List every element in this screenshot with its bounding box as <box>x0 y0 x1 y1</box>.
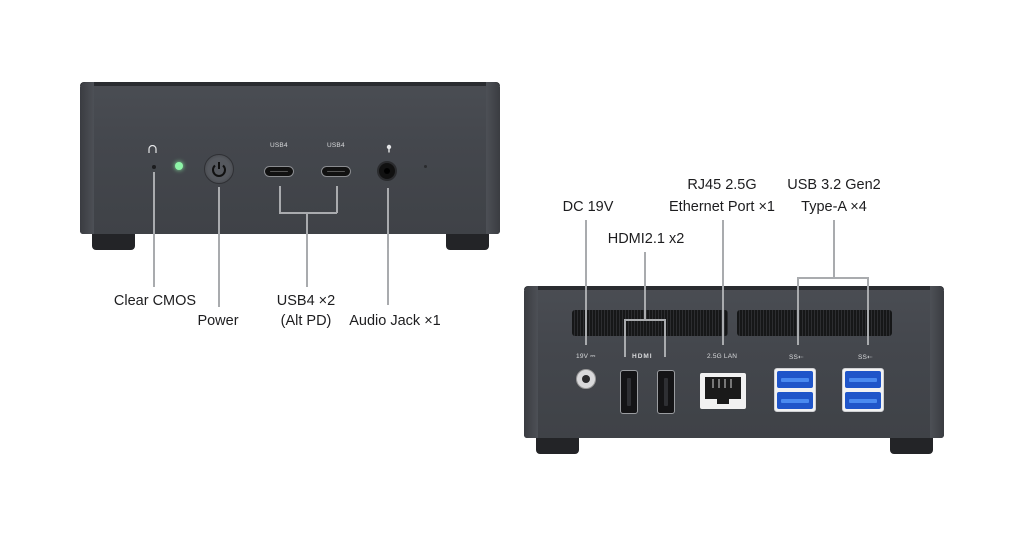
vent-left <box>572 310 728 336</box>
power-callout: Power <box>197 313 239 329</box>
audio-jack-hole <box>384 168 390 174</box>
dc-callout: DC 19V <box>562 199 614 215</box>
usb-a-port-2[interactable] <box>777 392 813 409</box>
power-button[interactable] <box>204 154 234 184</box>
hdmi-port-1[interactable] <box>620 370 638 414</box>
usb4-port-left[interactable] <box>264 166 294 177</box>
rear-foot-right <box>890 438 933 454</box>
usb-a-port-3[interactable] <box>845 371 881 388</box>
usb-a-stack-right <box>842 368 884 412</box>
usb4-callout-line2: (Alt PD) <box>280 313 332 329</box>
hdmi-leader-left <box>624 319 626 357</box>
front-foot-left <box>92 234 135 250</box>
ethernet-port[interactable] <box>700 373 746 409</box>
ethernet-pin <box>718 379 720 388</box>
hdmi-port-2[interactable] <box>657 370 675 414</box>
power-leader <box>218 187 220 307</box>
ethernet-pin <box>730 379 732 388</box>
usb4-leader-stem <box>306 212 308 287</box>
rear-unit: 19V ⎓ HDMI 2.5G LAN SS⇠ SS⇠ <box>524 286 944 438</box>
usb-a-port-4[interactable] <box>845 392 881 409</box>
dc-port-label: 19V ⎓ <box>576 353 596 360</box>
front-left-edge <box>80 82 94 234</box>
usb4-left-label: USB4 <box>270 142 288 149</box>
usb-leader-left <box>797 277 799 345</box>
usb-a-port-1[interactable] <box>777 371 813 388</box>
usb-leader-stem <box>833 220 835 278</box>
usb4-callout-line1: USB4 ×2 <box>276 293 336 309</box>
dc-leader <box>585 220 587 345</box>
hdmi-callout: HDMI2.1 x2 <box>607 231 685 247</box>
rj45-callout-line1: RJ45 2.5G <box>687 177 757 193</box>
usb4-leader-left <box>279 186 281 213</box>
headset-mic-icon <box>385 140 393 153</box>
audio-callout: Audio Jack ×1 <box>349 313 441 329</box>
ethernet-pin <box>724 379 726 388</box>
usb-right-label: SS⇠ <box>858 354 873 361</box>
hdmi-leader-stem <box>644 252 646 320</box>
front-foot-right <box>446 234 489 250</box>
ethernet-jack <box>705 377 741 399</box>
ethernet-tab <box>717 399 729 404</box>
front-right-edge <box>486 82 500 234</box>
usb4-right-label: USB4 <box>327 142 345 149</box>
usb-left-label: SS⇠ <box>789 354 804 361</box>
hdmi-leader-right <box>664 319 666 357</box>
power-led <box>175 162 183 170</box>
ethernet-pin <box>712 379 714 388</box>
usb-leader-right <box>867 277 869 345</box>
usb4-leader-bar <box>279 212 337 214</box>
rear-top-edge <box>524 286 944 290</box>
front-pinhole <box>424 165 427 168</box>
front-unit: USB4 USB4 <box>80 82 500 234</box>
audio-jack[interactable] <box>377 161 397 181</box>
rear-foot-left <box>536 438 579 454</box>
clear-cmos-hole[interactable] <box>152 165 156 169</box>
usb4-leader-right <box>336 186 338 213</box>
rear-right-edge <box>930 286 944 438</box>
headphone-icon <box>148 140 157 153</box>
audio-leader <box>387 188 389 305</box>
usb-leader-bar <box>797 277 868 279</box>
lan-port-label: 2.5G LAN <box>707 353 738 360</box>
vent-right <box>737 310 892 336</box>
usb4-port-right[interactable] <box>321 166 351 177</box>
front-top-edge <box>80 82 500 86</box>
clear-cmos-leader <box>153 172 155 287</box>
usb-callout-line1: USB 3.2 Gen2 <box>787 177 881 193</box>
hdmi-port-label: HDMI <box>632 353 653 360</box>
rj45-callout-line2: Ethernet Port ×1 <box>669 199 775 215</box>
hdmi-leader-bar <box>624 319 665 321</box>
usb-callout-line2: Type-A ×4 <box>801 199 867 215</box>
clear-cmos-callout: Clear CMOS <box>113 293 197 309</box>
dc-jack-center <box>582 375 590 383</box>
rj45-leader <box>722 220 724 345</box>
rear-left-edge <box>524 286 538 438</box>
usb-a-stack-left <box>774 368 816 412</box>
dc-jack[interactable] <box>576 369 596 389</box>
power-icon <box>212 162 226 177</box>
